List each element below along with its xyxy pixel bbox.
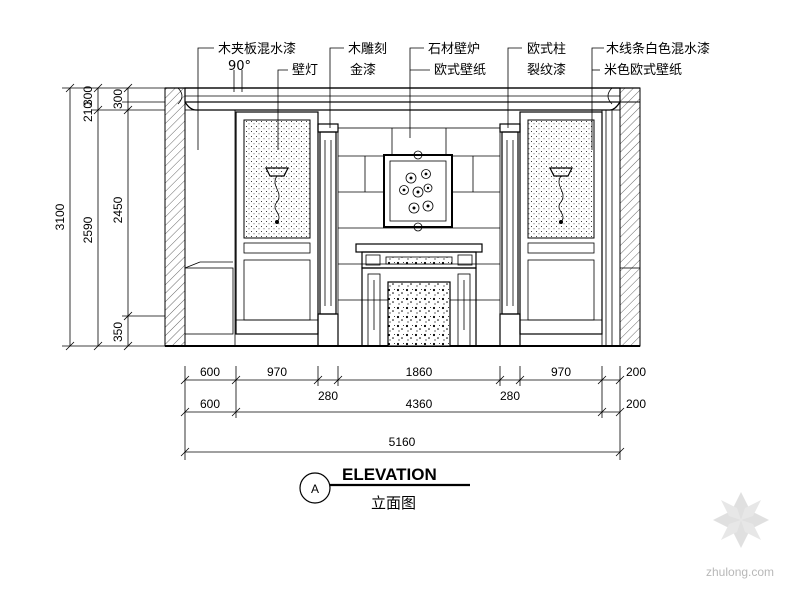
right-wallpaper-panel (519, 111, 603, 335)
callout-beige-wallpaper: 米色欧式壁纸 (604, 62, 682, 78)
watermark-text: zhulong.com (706, 565, 774, 579)
dim-width-200-row2: 200 (626, 397, 646, 411)
callout-stone-fireplace: 石材壁炉 (428, 42, 480, 57)
dim-width-970-left: 970 (267, 365, 287, 379)
callout-wall-lamp: 壁灯 (292, 63, 318, 78)
callout-angle: 90° (228, 59, 251, 74)
watermark-logo (713, 492, 769, 548)
dim-width-200: 200 (626, 365, 646, 379)
dim-width-970-right: 970 (551, 365, 571, 379)
dim-height-total: 3100 (53, 203, 67, 230)
callout-crackle-paint: 裂纹漆 (527, 62, 566, 78)
right-column (499, 123, 521, 347)
stone-fireplace (355, 243, 483, 347)
dim-width-280-right: 280 (500, 389, 520, 403)
dim-height-350: 350 (111, 322, 125, 342)
title-main: ELEVATION (342, 465, 437, 484)
dim-width-1860: 1860 (406, 365, 433, 379)
right-wall-lamp (549, 167, 573, 224)
dim-width-600: 600 (200, 365, 220, 379)
left-dimensions: 3100 210 2590 300 300 2450 350 (53, 83, 165, 351)
dim-height-210: 210 (81, 102, 95, 122)
callout-gold-paint: 金漆 (350, 62, 376, 78)
ornate-mirror (383, 150, 453, 232)
title-block: A ELEVATION 立面图 (299, 465, 470, 512)
left-wall-lamp (265, 167, 289, 224)
dim-height-2590: 2590 (81, 216, 95, 243)
callout-wood-carving: 木雕刻 (348, 42, 387, 57)
callout-european-column: 欧式柱 (527, 42, 566, 57)
elevation-body (164, 87, 641, 347)
dim-height-300b: 300 (111, 89, 125, 109)
section-marker-letter: A (311, 482, 319, 496)
title-sub: 立面图 (371, 494, 416, 512)
crown-moulding (177, 87, 621, 111)
bottom-dimensions: 600 970 280 1860 280 970 200 600 4360 20… (180, 365, 646, 460)
dim-width-600-row2: 600 (200, 397, 220, 411)
dim-width-4360: 4360 (406, 397, 433, 411)
dim-width-5160: 5160 (389, 435, 416, 449)
callout-labels: 木夹板混水漆 木雕刻 石材壁炉 欧式柱 木线条白色混水漆 90° 壁灯 金漆 欧… (218, 41, 710, 78)
left-wallpaper-panel (235, 111, 319, 335)
callout-european-wallpaper: 欧式壁纸 (434, 63, 486, 78)
dim-width-280-left: 280 (318, 389, 338, 403)
callout-leaders (197, 47, 604, 150)
dim-height-300a: 300 (81, 86, 95, 106)
dim-height-2450: 2450 (111, 196, 125, 223)
callout-white-moulding-paint: 木线条白色混水漆 (606, 41, 710, 57)
left-column (317, 123, 339, 347)
section-marker (299, 472, 331, 504)
callout-wood-veneer-paint: 木夹板混水漆 (218, 41, 296, 57)
